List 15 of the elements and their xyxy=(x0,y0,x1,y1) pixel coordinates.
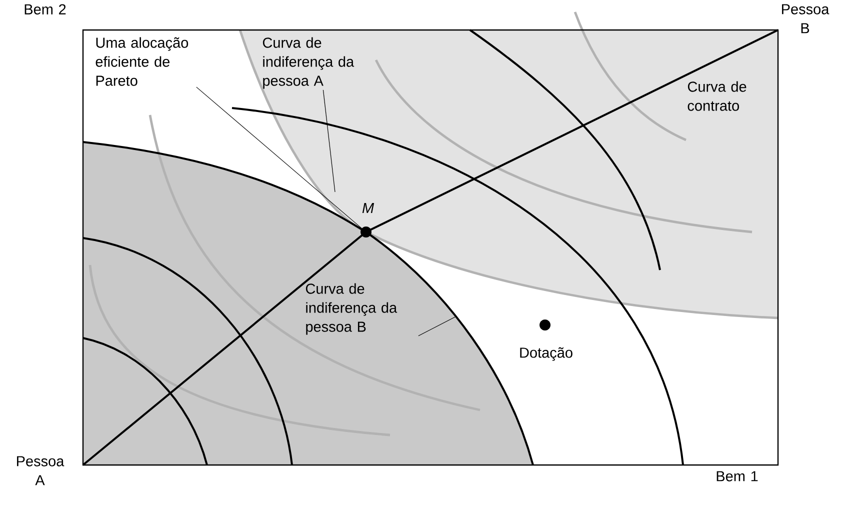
leader-line xyxy=(196,86,362,229)
callout-text: Uma alocação eficiente de Pareto xyxy=(96,37,188,86)
point-dot xyxy=(540,320,550,330)
point-dot xyxy=(360,226,372,238)
callout-text: Curva de indiferença da pessoa B xyxy=(306,283,398,335)
axis-label: Bem 2 xyxy=(24,4,66,14)
axis-label: Bem 1 xyxy=(716,471,758,482)
point-label: Dotação xyxy=(520,347,572,361)
curve-label: Curva de contrato xyxy=(688,81,746,111)
point-label: M xyxy=(362,203,374,213)
leader-line xyxy=(322,90,336,192)
callout-text: Curva de indiferença da pessoa A xyxy=(262,37,354,89)
origin-label: Pessoa A xyxy=(17,456,64,486)
origin-label: Pessoa B xyxy=(782,4,830,34)
leader-line xyxy=(418,316,456,336)
